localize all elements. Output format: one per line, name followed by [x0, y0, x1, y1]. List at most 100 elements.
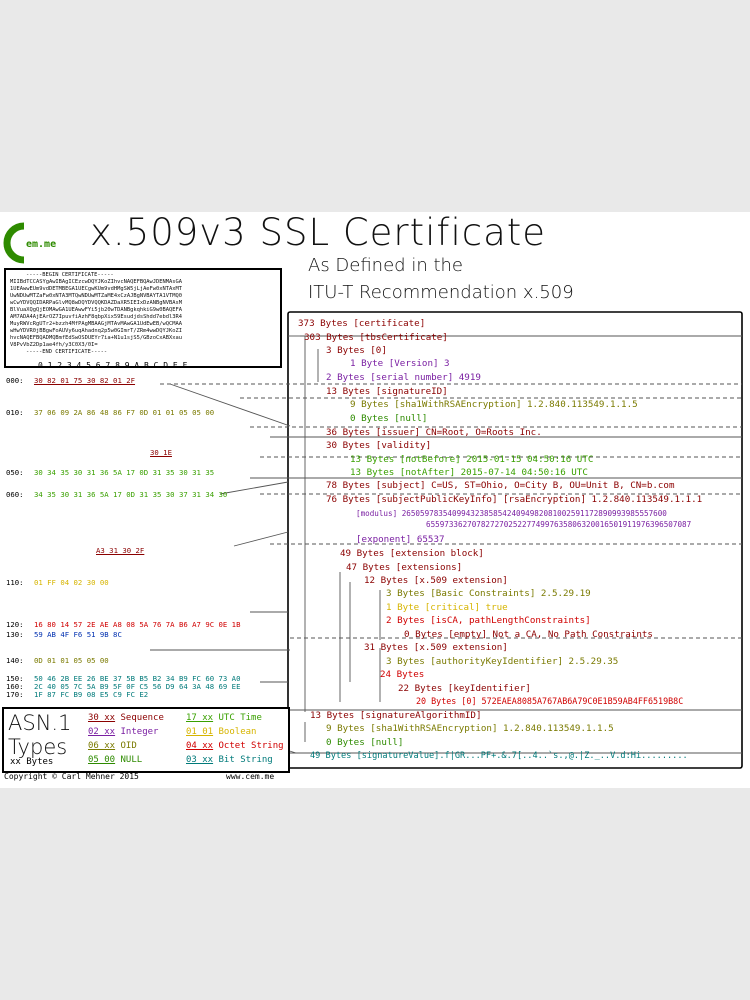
tree-node: 2 Bytes [isCA, pathLengthConstraints] — [386, 615, 591, 626]
hex-row: 30 1E — [150, 448, 172, 457]
subtitle-line-2: ITU-T Recommendation x.509 — [308, 282, 574, 303]
hex-bytes: 50 46 2B EE 26 BE 37 5B B5 B2 34 B9 FC 6… — [33, 674, 241, 683]
tree-node: 36 Bytes [issuer] CN=Root, O=Roots Inc. — [326, 427, 542, 438]
hex-bytes: 01 FF 04 02 30 00 — [33, 578, 109, 587]
tree-node: 13 Bytes [signatureAlgorithmID] — [310, 710, 482, 721]
hex-address: 120: — [6, 620, 24, 629]
legend-label: OID — [120, 741, 137, 751]
subtitle-line-1: As Defined in the — [308, 255, 463, 276]
tree-node: 76 Bytes [subjectPublicKeyInfo] [rsaEncr… — [326, 494, 703, 505]
connector-lines — [150, 311, 743, 769]
legend-code: 06 xx — [88, 741, 116, 751]
legend-code: 03 xx — [186, 755, 214, 765]
hex-row: 130: 59 AB 4F F6 51 9B 8C — [6, 630, 122, 639]
pem-line: V8PvVbZ2Dp1ae4fh/y3C0X3/0I= — [10, 342, 98, 348]
legend-label: Boolean — [218, 727, 257, 737]
legend-label: Sequence — [120, 713, 164, 723]
legend-item-boolean: 01 01 Boolean — [186, 727, 256, 737]
hex-address: 050: — [6, 468, 24, 477]
tree-node: 1 Byte [critical] true — [386, 602, 508, 613]
legend-label: Octet String — [218, 741, 284, 751]
tree-node: 49 Bytes [extension block] — [340, 548, 484, 559]
tree-node: 30 Bytes [validity] — [326, 440, 432, 451]
tree-node: 9 Bytes [sha1WithRSAEncryption] 1.2.840.… — [350, 399, 638, 410]
hex-row: 000: 30 82 01 75 30 82 01 2F — [6, 376, 135, 385]
tree-node: 9 Bytes [sha1WithRSAEncryption] 1.2.840.… — [326, 723, 614, 734]
legend-title-line-2: Types — [8, 735, 68, 759]
pem-line: hvcNAQEFBQADMQBmfEdSwOSDUEYr7ia+N1u1sjS5… — [10, 335, 183, 341]
hex-row: 120: 16 80 14 57 2E AE A8 08 5A 76 7A B6… — [6, 620, 240, 629]
hex-row: 060: 34 35 30 31 36 5A 17 0D 31 35 30 37… — [6, 490, 227, 499]
pem-line: -----END CERTIFICATE----- — [26, 349, 108, 355]
legend-label: UTC Time — [218, 713, 262, 723]
hex-address: 160: — [6, 682, 24, 691]
legend-title-line-1: ASN.1 — [8, 711, 72, 735]
tree-node: 47 Bytes [extensions] — [346, 562, 463, 573]
hex-bytes: 34 35 30 31 36 5A 17 0D 31 35 30 37 31 3… — [33, 490, 228, 499]
certificate-poster: em.me x.509v3 SSL Certificate As Defined… — [0, 212, 750, 788]
tree-node: [modulus] 265059783540994323858542409498… — [356, 509, 667, 518]
legend-label: Bit String — [218, 755, 273, 765]
pem-line: wHwYDVR0jBBgwFoAUVy6uqAhadnq2p5w0GImrT/Z… — [10, 328, 183, 334]
legend-item-sequence: 30 xx Sequence — [88, 713, 164, 723]
tree-node: 1 Byte [Version] 3 — [350, 358, 450, 369]
cem-logo: em.me — [2, 220, 78, 266]
copyright-text: Copyright © Carl Mehner 2015 — [4, 772, 139, 781]
hex-bytes: 0D 01 01 05 05 00 — [33, 656, 109, 665]
svg-text:em.me: em.me — [26, 239, 56, 250]
hex-bytes: 1F 87 FC B9 08 E5 C9 FC E2 — [33, 690, 149, 699]
tree-node: 31 Bytes [x.509 extension] — [364, 642, 508, 653]
hex-row: 170: 1F 87 FC B9 08 E5 C9 FC E2 — [6, 690, 148, 699]
hex-address: 010: — [6, 408, 24, 417]
legend-code: 02 xx — [88, 727, 116, 737]
hex-row: A3 31 30 2F — [96, 546, 145, 555]
tree-node: 24 Bytes — [380, 669, 425, 680]
pem-line: MuyRWVcRgUTr2+bzzh4MfPAgMBAAGjMTAvMAwGA1… — [10, 321, 183, 327]
tree-node: 13 Bytes [notBefore] 2015-01-15 04:50:16… — [350, 454, 594, 465]
asn1-types-legend: ASN.1 Types xx Bytes 30 xx Sequence 02 x… — [2, 707, 290, 773]
legend-item-utc-time: 17 xx UTC Time — [186, 713, 262, 723]
hex-row: 160: 2C 40 05 7C 5A B9 5F 0F C5 56 D9 64… — [6, 682, 240, 691]
tree-node: 49 Bytes [signatureValue].f|GR...PF+.&.7… — [310, 751, 688, 761]
tree-node: 3 Bytes [Basic Constraints] 2.5.29.19 — [386, 588, 591, 599]
pem-certificate-block: -----BEGIN CERTIFICATE----- MIIBdTCCASYg… — [4, 268, 282, 368]
legend-code: 17 xx — [186, 713, 214, 723]
hex-address: 000: — [6, 376, 24, 385]
hex-address: 060: — [6, 490, 24, 499]
hex-row: 010: 37 06 09 2A 86 48 86 F7 0D 01 01 05… — [6, 408, 214, 417]
tree-node: 22 Bytes [keyIdentifier] — [398, 683, 531, 694]
legend-item-oid: 06 xx OID — [88, 741, 137, 751]
tree-node: 3 Bytes [0] — [326, 345, 387, 356]
hex-row: 110: 01 FF 04 02 30 00 — [6, 578, 109, 587]
pem-line: AM7ADA4AjEArOZ7IpuvfiAzhF8qbpXix59Esudjd… — [10, 314, 183, 320]
hex-bytes: 16 80 14 57 2E AE A8 08 5A 76 7A B6 A7 9… — [33, 620, 241, 629]
hex-bytes: 30 82 01 75 30 82 01 2F — [33, 376, 136, 385]
legend-title: ASN.1 Types — [8, 711, 71, 759]
legend-item-octet-string: 04 xx Octet String — [186, 741, 284, 751]
legend-label: NULL — [120, 755, 143, 765]
hex-bytes: 37 06 09 2A 86 48 86 F7 0D 01 01 05 05 0… — [33, 408, 215, 417]
tree-node: 2 Bytes [serial number] 4919 — [326, 372, 481, 383]
tree-node: 6559733627078272702522774997635806320016… — [426, 520, 692, 529]
hex-address: 130: — [6, 630, 24, 639]
tree-node: 373 Bytes [certificate] — [298, 318, 426, 329]
hex-column-header: 0 1 2 3 4 5 6 7 8 9 A B C D E F — [38, 361, 188, 370]
pem-line: MIIBdTCCASYgAwIBAgICEzcwDQYJKoZIhvcNAQEF… — [10, 279, 183, 285]
legend-label: Integer — [120, 727, 159, 737]
legend-caption: xx Bytes — [10, 757, 54, 767]
tree-node: 12 Bytes [x.509 extension] — [364, 575, 508, 586]
tree-node: 303 Bytes [tbsCertificate] — [304, 332, 448, 343]
legend-code: 05 00 — [88, 755, 116, 765]
hex-address: 140: — [6, 656, 24, 665]
hex-bytes: 2C 40 05 7C 5A B9 5F 0F C5 56 D9 64 3A 4… — [33, 682, 241, 691]
pem-line: -----BEGIN CERTIFICATE----- — [26, 272, 114, 278]
legend-code: 30 xx — [88, 713, 116, 723]
tree-node: 13 Bytes [signatureID] — [326, 386, 448, 397]
hex-bytes: 59 AB 4F F6 51 9B 8C — [33, 630, 122, 639]
pem-line: wCwYDVQQIDARPaGlvMQ8wDQYDVQQKDAZDaXR5IEI… — [10, 300, 183, 306]
hex-address: 150: — [6, 674, 24, 683]
pem-line: BlVuaXQgQjEOMAwGA1UEAwwFYi5jb20wTDANBgkq… — [10, 307, 183, 313]
tree-node: 78 Bytes [subject] C=US, ST=Ohio, O=City… — [326, 480, 675, 491]
hex-address: 110: — [6, 578, 24, 587]
hex-row: 150: 50 46 2B EE 26 BE 37 5B B5 B2 34 B9… — [6, 674, 240, 683]
